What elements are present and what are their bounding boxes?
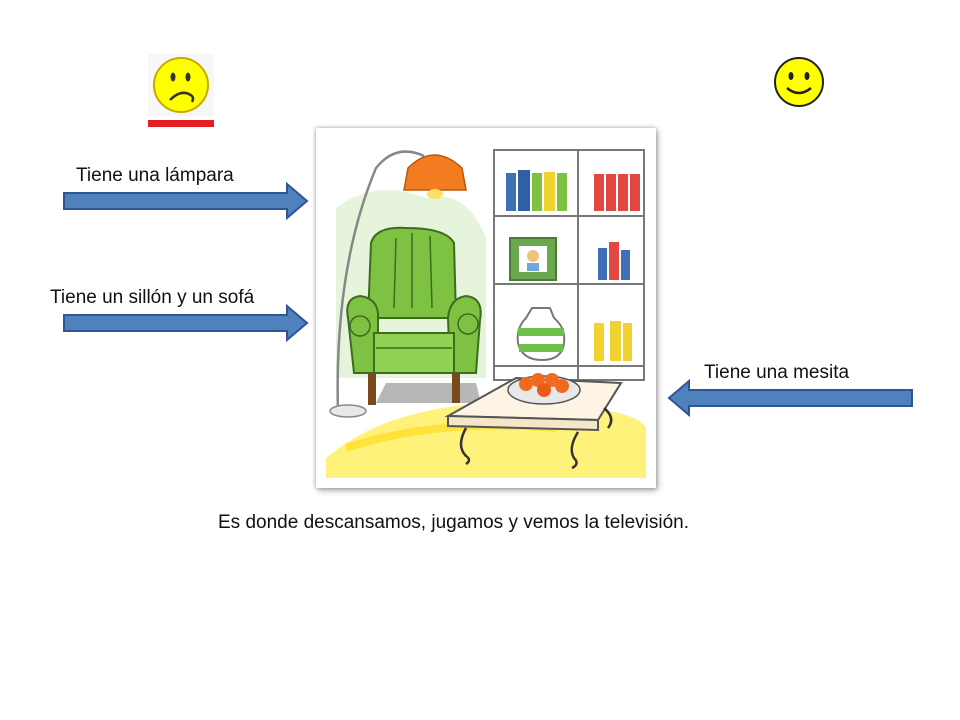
living-room-illustration: [316, 128, 656, 488]
lamp-arrow-icon: [63, 182, 309, 220]
bookshelf: [493, 149, 645, 381]
sad-face-icon: [148, 54, 214, 127]
armchair-sofa-label: Tiene un sillón y un sofá: [50, 287, 255, 308]
caption-text: Es donde descansamos, jugamos y vemos la…: [218, 512, 690, 533]
table-arrow-icon: [667, 379, 913, 417]
floor-lamp: [329, 150, 467, 418]
armchair-arrow-icon: [63, 304, 309, 342]
coffee-table: [444, 373, 623, 470]
table-label: Tiene una mesita: [704, 362, 850, 383]
happy-face-icon: [774, 57, 824, 107]
armchair: [346, 226, 482, 405]
lamp-label: Tiene una lámpara: [76, 165, 234, 186]
